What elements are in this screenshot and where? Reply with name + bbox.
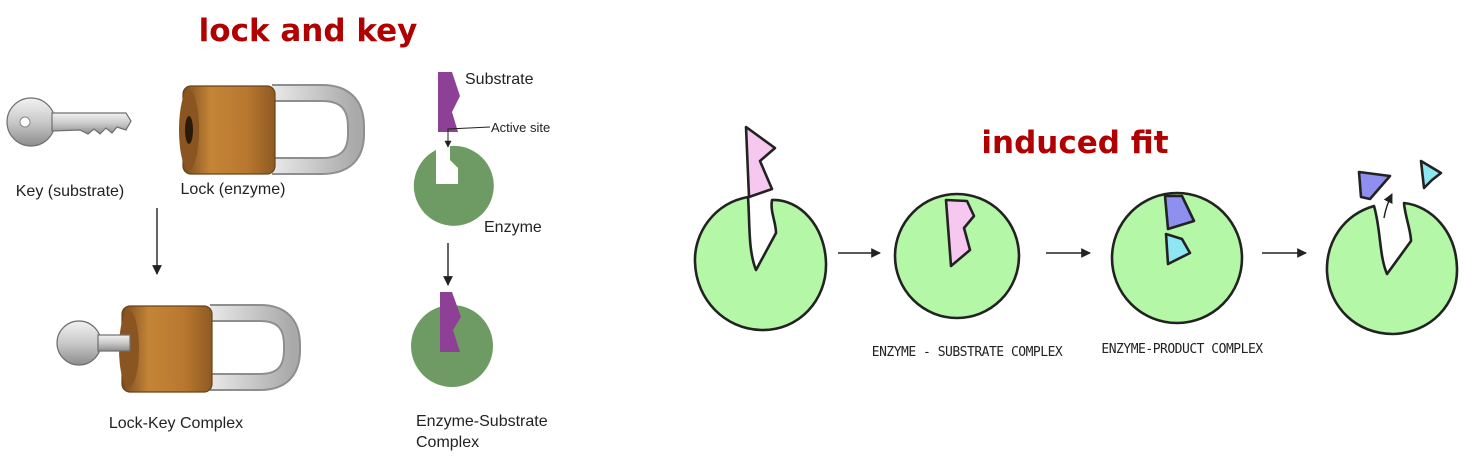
ep-complex-induced-label: ENZYME-PRODUCT COMPLEX <box>1101 342 1263 357</box>
key-label: Key (substrate) <box>16 183 124 200</box>
induced-enzyme-3 <box>1110 191 1244 325</box>
enzyme-substrate-complex-shape <box>411 292 493 387</box>
induced-substrate-pink <box>744 125 777 199</box>
active-site-label: Active site <box>491 120 550 135</box>
es-complex-label-line1: Enzyme-Substrate <box>416 413 548 430</box>
enzyme-label: Enzyme <box>484 219 542 236</box>
lock-key-complex-label: Lock-Key Complex <box>109 415 243 432</box>
release-arrow <box>1383 193 1393 219</box>
es-complex-label-line2: Complex <box>416 434 479 451</box>
induced-enzyme-4 <box>1325 201 1459 336</box>
released-product-cyan <box>1419 159 1443 190</box>
lock-key-complex-icon <box>56 304 301 393</box>
induced-enzyme-1 <box>693 195 828 332</box>
lock-label: Lock (enzyme) <box>181 181 286 198</box>
induced-fit-panel: induced fit ENZYME - SUBSTRATE COMPLEX E… <box>693 125 1459 360</box>
es-complex-induced-label: ENZYME - SUBSTRATE COMPLEX <box>872 345 1063 360</box>
released-product-blue <box>1357 170 1392 201</box>
key-icon <box>6 97 132 147</box>
substrate-shape <box>438 72 460 132</box>
lock-and-key-title: lock and key <box>199 13 418 49</box>
enzyme-shape <box>413 145 494 226</box>
active-site-pointer <box>444 126 491 148</box>
lock-icon <box>179 84 365 175</box>
substrate-label: Substrate <box>465 71 534 88</box>
lock-and-key-panel: lock and key Key (substrate) Lock (enzym… <box>6 13 550 451</box>
induced-enzyme-2 <box>893 192 1021 320</box>
induced-fit-title: induced fit <box>981 125 1168 161</box>
